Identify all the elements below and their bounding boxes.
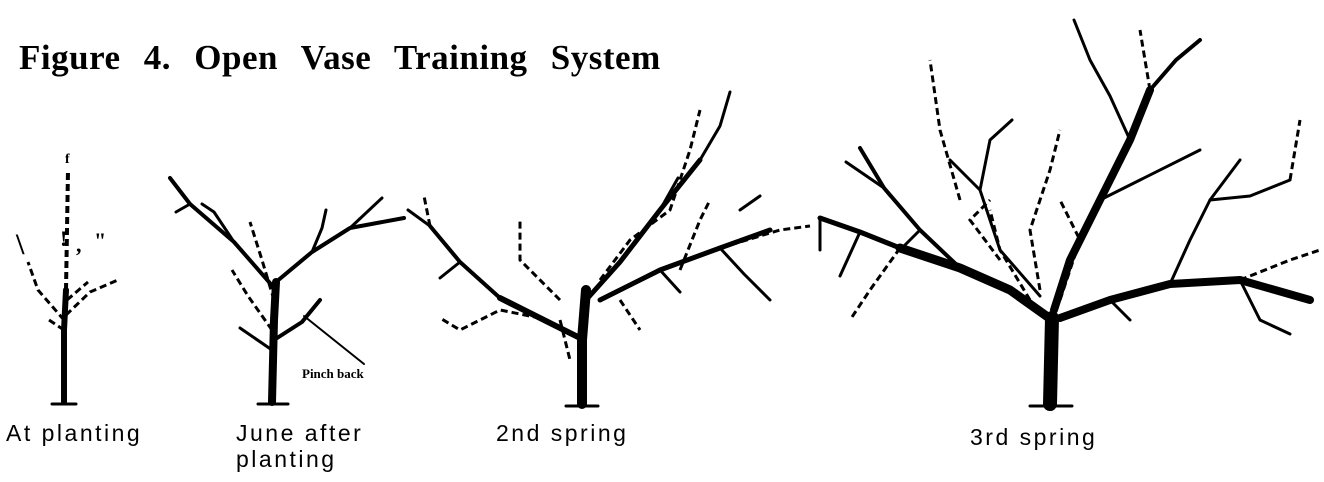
caption-line: 3rd spring xyxy=(970,424,1098,450)
scaffold-branch xyxy=(658,176,680,212)
trunk xyxy=(268,278,280,406)
scaffold-branch xyxy=(838,230,862,278)
tree-june xyxy=(168,176,406,406)
scaffold-branch xyxy=(497,295,587,343)
branch-dashed xyxy=(45,316,65,332)
trunk xyxy=(577,285,591,409)
branch-dashed xyxy=(678,199,712,271)
branch-dashed xyxy=(518,220,562,302)
scaffold-branch xyxy=(698,90,732,162)
scaffold-branch xyxy=(1238,278,1292,336)
branch-dashed xyxy=(618,299,642,331)
branch-dashed xyxy=(558,319,572,361)
scaffold-branch xyxy=(348,196,384,230)
scaffold-branch xyxy=(658,268,682,294)
scaffold-branch xyxy=(406,208,432,228)
scaffold-branch xyxy=(948,158,982,192)
stray-mark-comma: , xyxy=(76,232,82,257)
branch-dashed xyxy=(230,269,274,331)
stage-caption-3rd-spring: 3rd spring xyxy=(970,424,1097,450)
scaffold-branch xyxy=(718,246,772,302)
caption-line: planting xyxy=(236,446,337,472)
branch-dashed xyxy=(848,247,902,321)
scaffold-branch xyxy=(895,243,1057,325)
branch-dashed xyxy=(1138,29,1152,91)
tree-at-planting xyxy=(26,169,119,406)
tree-3rd-spring xyxy=(817,18,1321,411)
scaffold-branch xyxy=(1108,298,1132,322)
pinch-back-pointer xyxy=(303,315,365,365)
branch-dashed xyxy=(66,280,89,302)
stage-caption-2nd-spring: 2nd spring xyxy=(496,420,628,446)
scaffold-branch xyxy=(274,216,406,284)
scaffold-branch xyxy=(310,208,328,254)
stage-caption-at-planting: At planting xyxy=(6,420,142,446)
branch-dashed xyxy=(719,224,811,250)
scaffold-branch xyxy=(844,160,886,190)
stray-mark-f: f xyxy=(65,152,70,167)
scaffold-branch xyxy=(438,260,462,280)
scaffold-branch xyxy=(898,228,922,252)
leader-dashed xyxy=(64,169,70,291)
scaffold-branch xyxy=(1168,158,1242,286)
branch-dashed xyxy=(422,195,432,227)
scaffold-branch xyxy=(738,194,762,212)
trunk xyxy=(61,287,69,405)
branch-dashed xyxy=(988,209,1032,301)
branch-dashed xyxy=(928,59,962,201)
caption-line: 2nd spring xyxy=(496,420,629,446)
scaffold-branch xyxy=(168,176,278,292)
branch-dashed xyxy=(1288,119,1302,181)
stray-mark-quote: " xyxy=(94,228,107,253)
scaffold-branch xyxy=(428,224,502,300)
scaffold-branch xyxy=(978,118,1042,298)
caption-line: At planting xyxy=(6,420,143,446)
stray-mark-backslash: \ xyxy=(16,228,25,261)
scaffold-branch xyxy=(200,202,236,244)
branch-dashed xyxy=(598,109,702,281)
tree-2nd-spring xyxy=(406,90,811,409)
stray-mark-bang: ! xyxy=(60,226,68,251)
scaffold-branch xyxy=(583,157,703,303)
leader-dashed xyxy=(248,221,276,301)
branch-dashed xyxy=(26,261,66,321)
stage-caption-june: June after planting xyxy=(236,420,363,472)
caption-line: June after xyxy=(236,420,364,446)
scaffold-branch xyxy=(1072,18,1132,142)
scaffold-branch xyxy=(174,202,192,214)
scaffold-branch xyxy=(272,298,322,342)
branch-dashed xyxy=(64,278,119,317)
scaffold-branch xyxy=(1148,38,1202,92)
scaffold-branch xyxy=(1208,178,1292,202)
branch-dashed xyxy=(1239,248,1321,282)
scaffold-branch xyxy=(858,146,962,270)
branch-dashed xyxy=(1028,129,1062,291)
scaffold-branch xyxy=(1098,148,1202,202)
scaffold-branch xyxy=(1056,276,1314,322)
figure-title: Figure 4. Open Vase Training System xyxy=(19,38,661,77)
branch-dashed xyxy=(1058,199,1082,301)
pinch-back-label: Pinch back xyxy=(302,366,364,381)
branch-dashed xyxy=(968,198,1002,261)
trunk xyxy=(1043,311,1059,411)
scaffold-branch xyxy=(238,326,274,352)
